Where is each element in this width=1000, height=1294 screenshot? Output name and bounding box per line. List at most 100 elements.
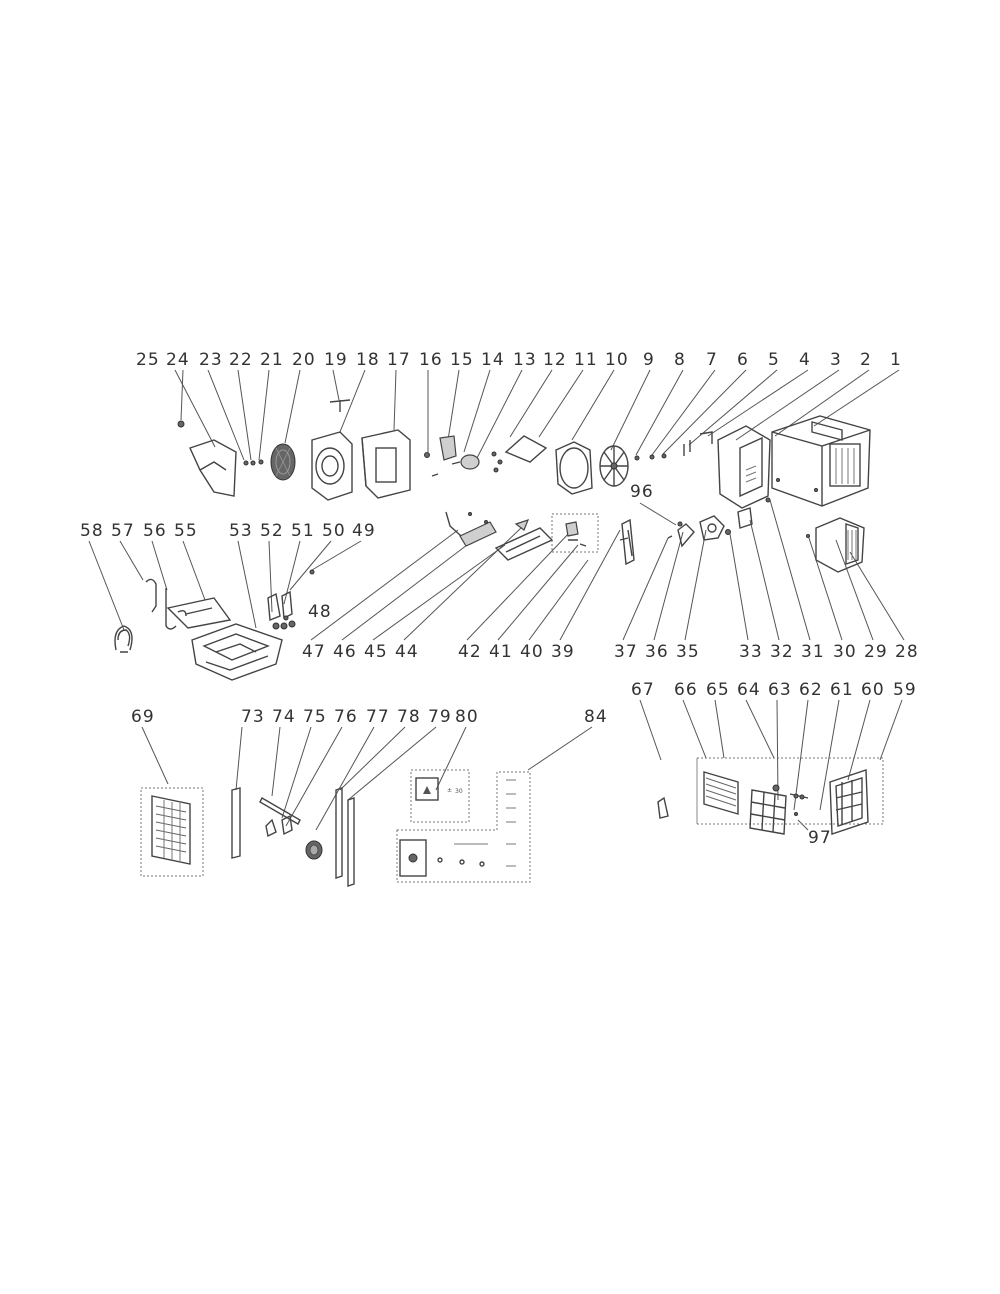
label-17: 17	[387, 350, 411, 370]
part-3-panel	[717, 425, 771, 509]
part-4-rod	[699, 431, 713, 444]
label-69: 69	[131, 707, 155, 727]
row1-parts	[177, 399, 871, 509]
label-66: 66	[674, 680, 698, 700]
row1-leaders	[174, 369, 900, 461]
label-24: 24	[166, 350, 190, 370]
label-60: 60	[861, 680, 885, 700]
label-46: 46	[333, 642, 357, 662]
part-12-shroud	[504, 435, 548, 463]
label-48: 48	[308, 602, 332, 622]
part-19-clip	[329, 399, 351, 412]
part-17-scroll	[361, 429, 411, 499]
label-53: 53	[229, 521, 253, 541]
label-45: 45	[364, 642, 388, 662]
part-32-plate	[737, 507, 753, 529]
label-12: 12	[543, 350, 567, 370]
label-80: 80	[455, 707, 479, 727]
label-28: 28	[895, 642, 919, 662]
part-14-motor	[451, 454, 480, 470]
label-73: 73	[241, 707, 265, 727]
label-74: 74	[272, 707, 296, 727]
label-64: 64	[737, 680, 761, 700]
label-79: 79	[428, 707, 452, 727]
part-56-tube	[165, 588, 177, 630]
part-25-screw	[177, 420, 185, 428]
part-77-knob	[305, 840, 323, 860]
part-58-tube	[114, 625, 133, 653]
label-16: 16	[419, 350, 443, 370]
label-59: 59	[893, 680, 917, 700]
label-42: 42	[458, 642, 482, 662]
part-79-strip	[347, 797, 355, 887]
part-73-strip	[231, 787, 241, 859]
label-23: 23	[199, 350, 223, 370]
panel-text-30: 30	[455, 788, 463, 795]
row3-leaders	[141, 699, 903, 831]
label-32: 32	[770, 642, 794, 662]
row2-parts	[114, 497, 865, 681]
label-61: 61	[830, 680, 854, 700]
label-37: 37	[614, 642, 638, 662]
label-21: 21	[260, 350, 284, 370]
label-1: 1	[890, 350, 902, 370]
label-51: 51	[291, 521, 315, 541]
part-78-strip	[335, 787, 343, 879]
label-77: 77	[366, 707, 390, 727]
part-45-control-bracket	[445, 511, 497, 547]
label-14: 14	[481, 350, 505, 370]
label-75: 75	[303, 707, 327, 727]
label-33: 33	[739, 642, 763, 662]
label-6: 6	[737, 350, 749, 370]
part-36-bracket	[677, 523, 695, 548]
label-15: 15	[450, 350, 474, 370]
label-55: 55	[174, 521, 198, 541]
label-8: 8	[674, 350, 686, 370]
label-76: 76	[334, 707, 358, 727]
label-41: 41	[489, 642, 513, 662]
label-13: 13	[513, 350, 537, 370]
part-42-clip	[514, 519, 530, 531]
part-18-blower-housing	[311, 431, 353, 501]
part-20-blower-wheel	[270, 443, 296, 481]
part-28-coil	[806, 517, 865, 573]
label-31: 31	[801, 642, 825, 662]
part-35-motor-mount	[699, 515, 725, 541]
part-1-cabinet	[771, 415, 871, 507]
label-97: 97	[808, 828, 832, 848]
part-80-control-panel: ± 30	[410, 769, 470, 823]
label-63: 63	[768, 680, 792, 700]
label-3: 3	[830, 350, 842, 370]
label-4: 4	[799, 350, 811, 370]
label-25: 25	[136, 350, 160, 370]
part-52-compressor	[267, 590, 296, 630]
svg-text:±: ±	[447, 787, 452, 794]
label-44: 44	[395, 642, 419, 662]
part-84-control-panel-assembly	[396, 771, 531, 883]
label-39: 39	[551, 642, 575, 662]
label-47: 47	[302, 642, 326, 662]
row2-mid-labels: 96 48	[308, 482, 654, 622]
label-65: 65	[706, 680, 730, 700]
label-56: 56	[143, 521, 167, 541]
part-67-latch	[657, 796, 669, 819]
label-7: 7	[706, 350, 718, 370]
part-41-box	[551, 513, 599, 553]
label-96: 96	[630, 482, 654, 502]
label-18: 18	[356, 350, 380, 370]
row1-labels: 25 24 23 22 21 20 19 18 17 16 15 14 13 1…	[136, 350, 902, 370]
label-40: 40	[520, 642, 544, 662]
row3-right-labels: 67 66 65 64 63 62 61 60 59 97	[631, 680, 917, 848]
label-50: 50	[322, 521, 346, 541]
part-10-shroud-ring	[555, 441, 593, 495]
row2-bottom-labels: 47 46 45 44 42 41 40 39 37 36 35 33 32 3…	[302, 642, 919, 662]
label-30: 30	[833, 642, 857, 662]
label-57: 57	[111, 521, 135, 541]
row2-top-labels: 58 57 56 55 53 52 51 50 49	[80, 521, 375, 541]
label-52: 52	[260, 521, 284, 541]
label-67: 67	[631, 680, 655, 700]
label-58: 58	[80, 521, 104, 541]
part-15-bracket	[439, 435, 457, 461]
label-78: 78	[397, 707, 421, 727]
